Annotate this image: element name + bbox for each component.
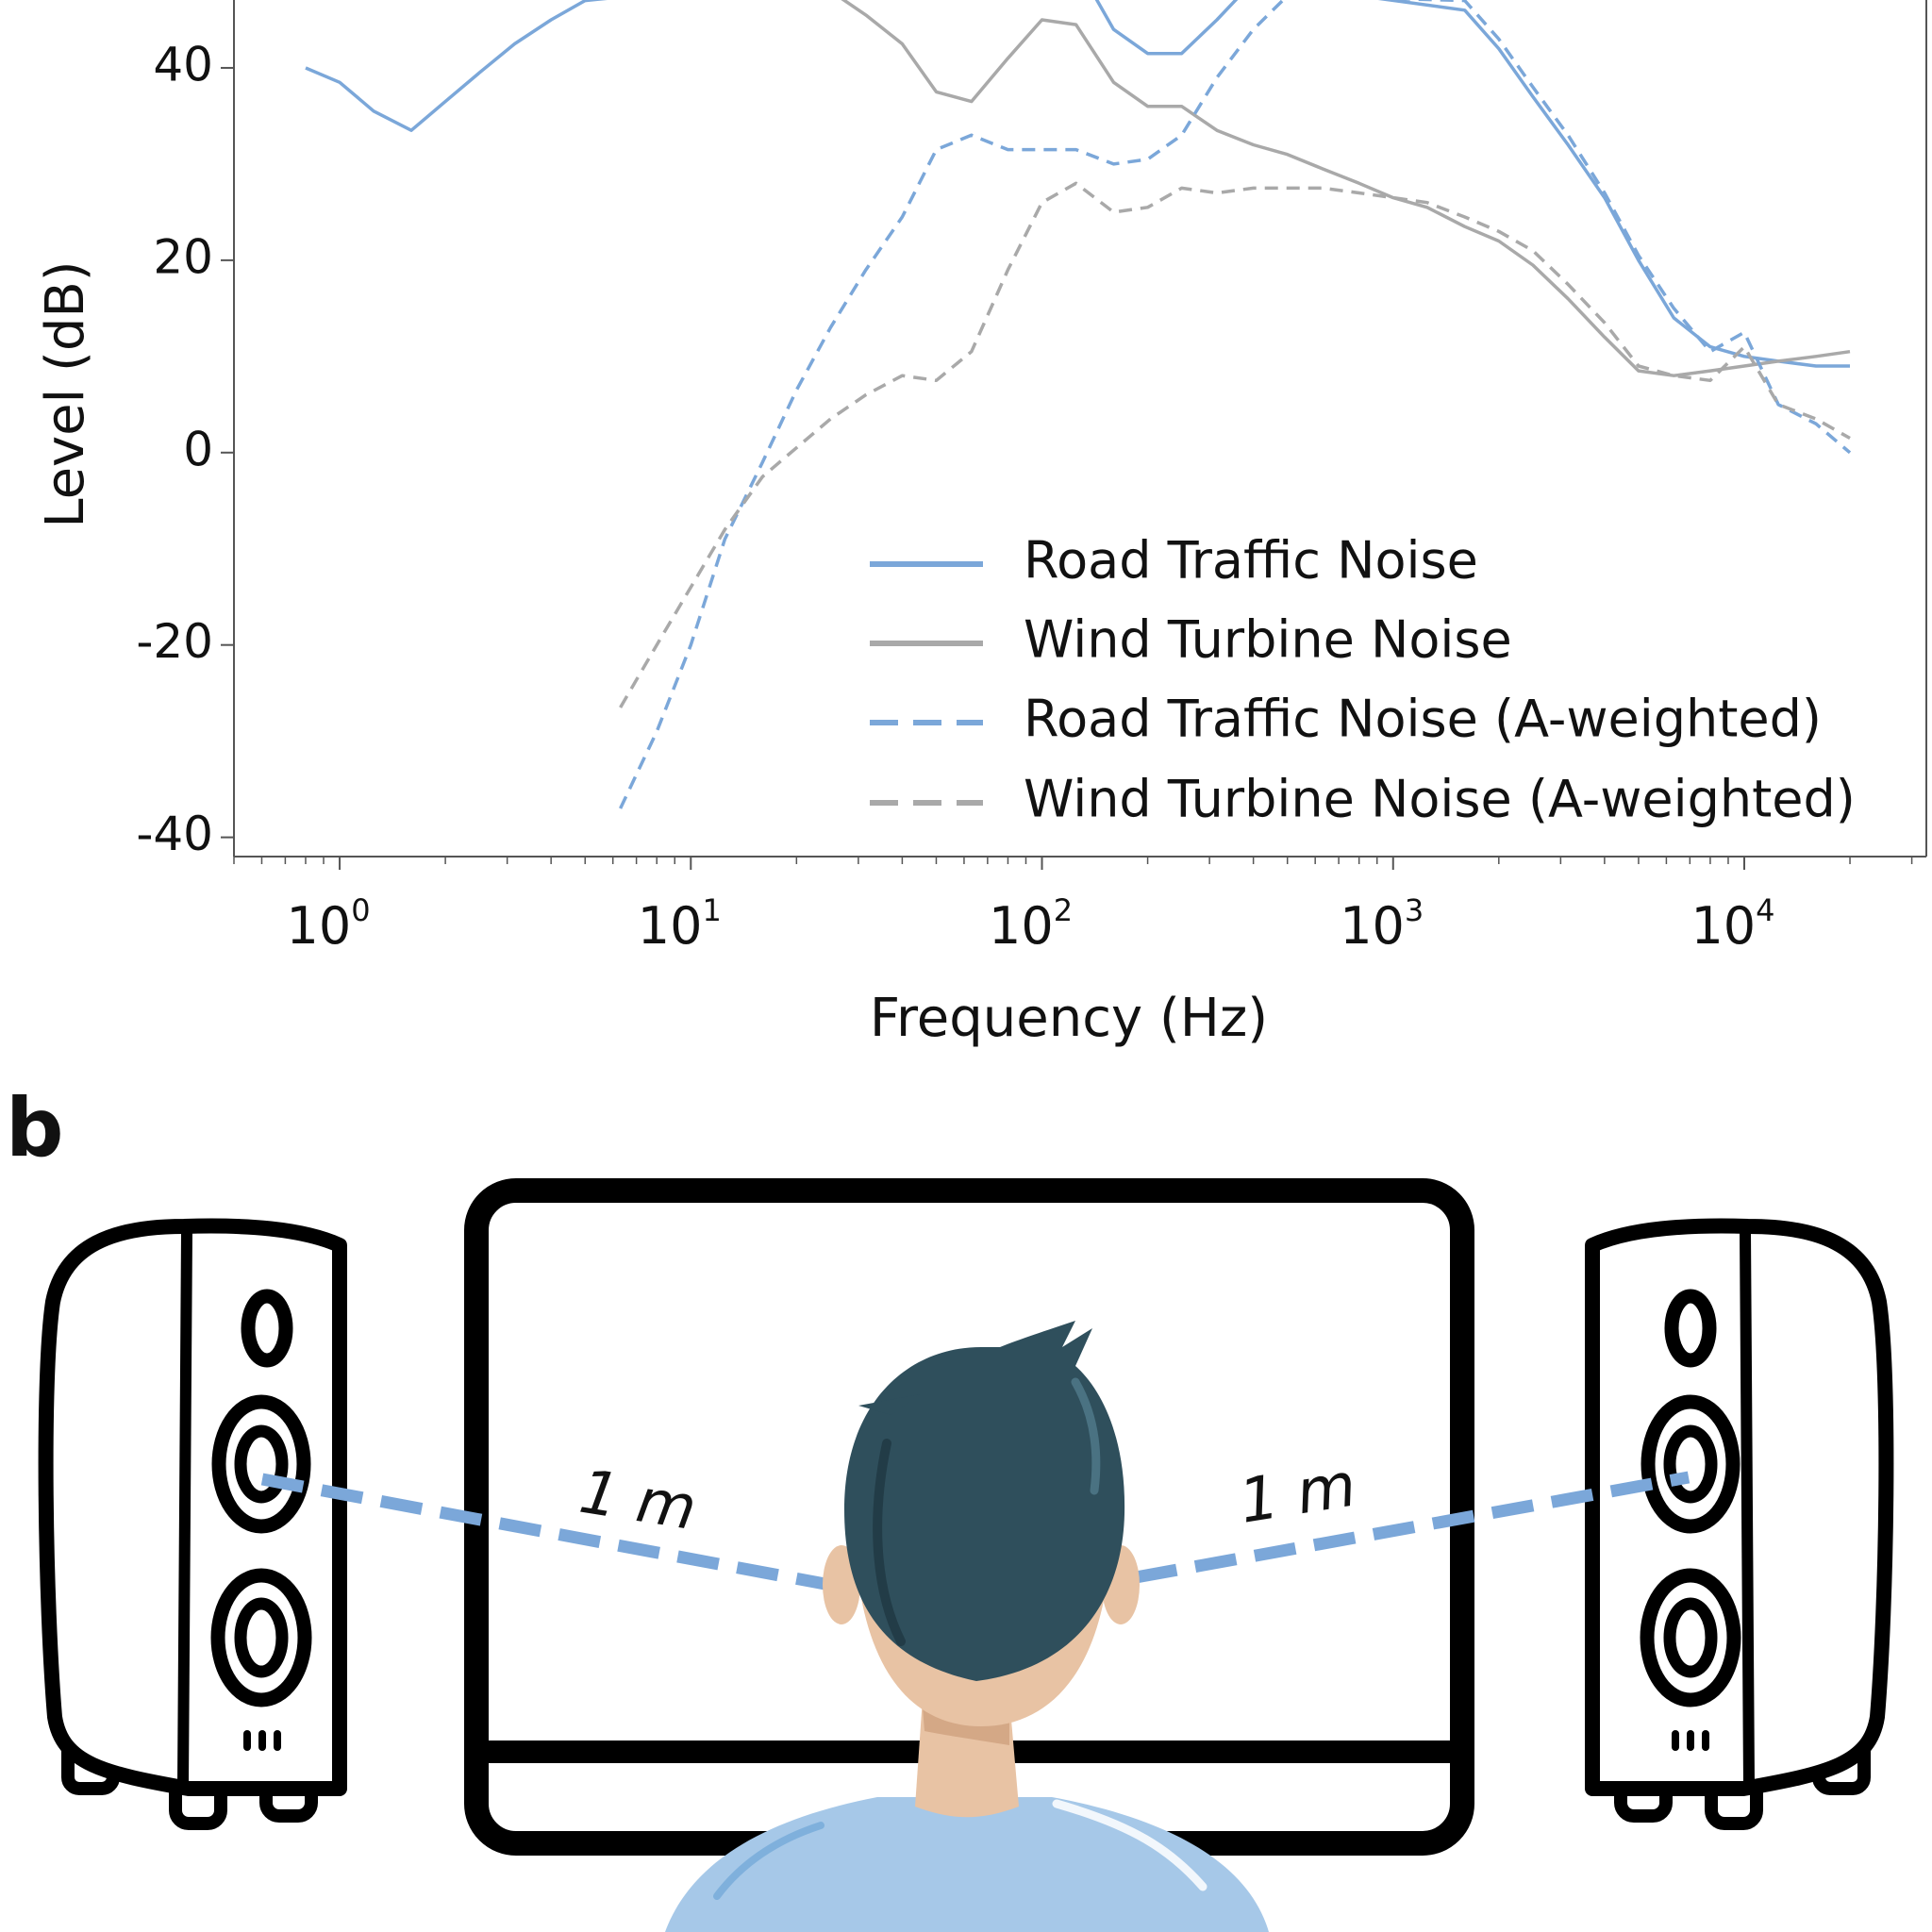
- illustration: 1 m 1 m: [38, 1178, 1894, 1932]
- left-distance-line: [260, 1473, 832, 1591]
- series-line-1: [305, 0, 1850, 368]
- y-tick-label: -20: [136, 614, 213, 669]
- series-line-3: [619, 0, 1852, 809]
- x-tick-label: 100: [287, 892, 371, 956]
- legend-label: Wind Turbine Noise: [1024, 610, 1512, 670]
- person-illustration: [665, 1321, 1269, 1932]
- legend-label: Road Traffic Noise (A-weighted): [1024, 690, 1822, 749]
- y-tick-label: 40: [153, 37, 213, 92]
- x-ticks: 100 101 102 103 104: [233, 857, 1913, 956]
- right-speaker-icon: [1584, 1218, 1894, 1830]
- x-tick-label: 104: [1690, 892, 1774, 956]
- y-tick-label: 0: [183, 422, 213, 476]
- y-ticks: -40 -20 0 20 40: [136, 37, 234, 861]
- x-axis-title: Frequency (Hz): [870, 988, 1268, 1049]
- series-line-4: [619, 181, 1851, 708]
- y-tick-label: -40: [136, 807, 213, 861]
- left-speaker-icon: [38, 1218, 348, 1830]
- panel-label-b: b: [6, 1081, 64, 1175]
- series-line-2: [841, 0, 1851, 377]
- x-tick-label: 101: [638, 892, 722, 956]
- legend-label: Road Traffic Noise: [1024, 531, 1478, 591]
- y-tick-label: 20: [153, 229, 213, 284]
- series-layer: [305, 0, 1852, 809]
- x-tick-label: 102: [989, 892, 1073, 956]
- legend-label: Wind Turbine Noise (A-weighted): [1024, 770, 1856, 829]
- line-chart: -40 -20 0 20 40 100 101 102 103 104 Level (dB) F…: [35, 0, 1927, 1049]
- y-axis-title: Level (dB): [35, 260, 96, 527]
- x-tick-label: 103: [1340, 892, 1424, 956]
- right-distance-line: [1134, 1471, 1690, 1584]
